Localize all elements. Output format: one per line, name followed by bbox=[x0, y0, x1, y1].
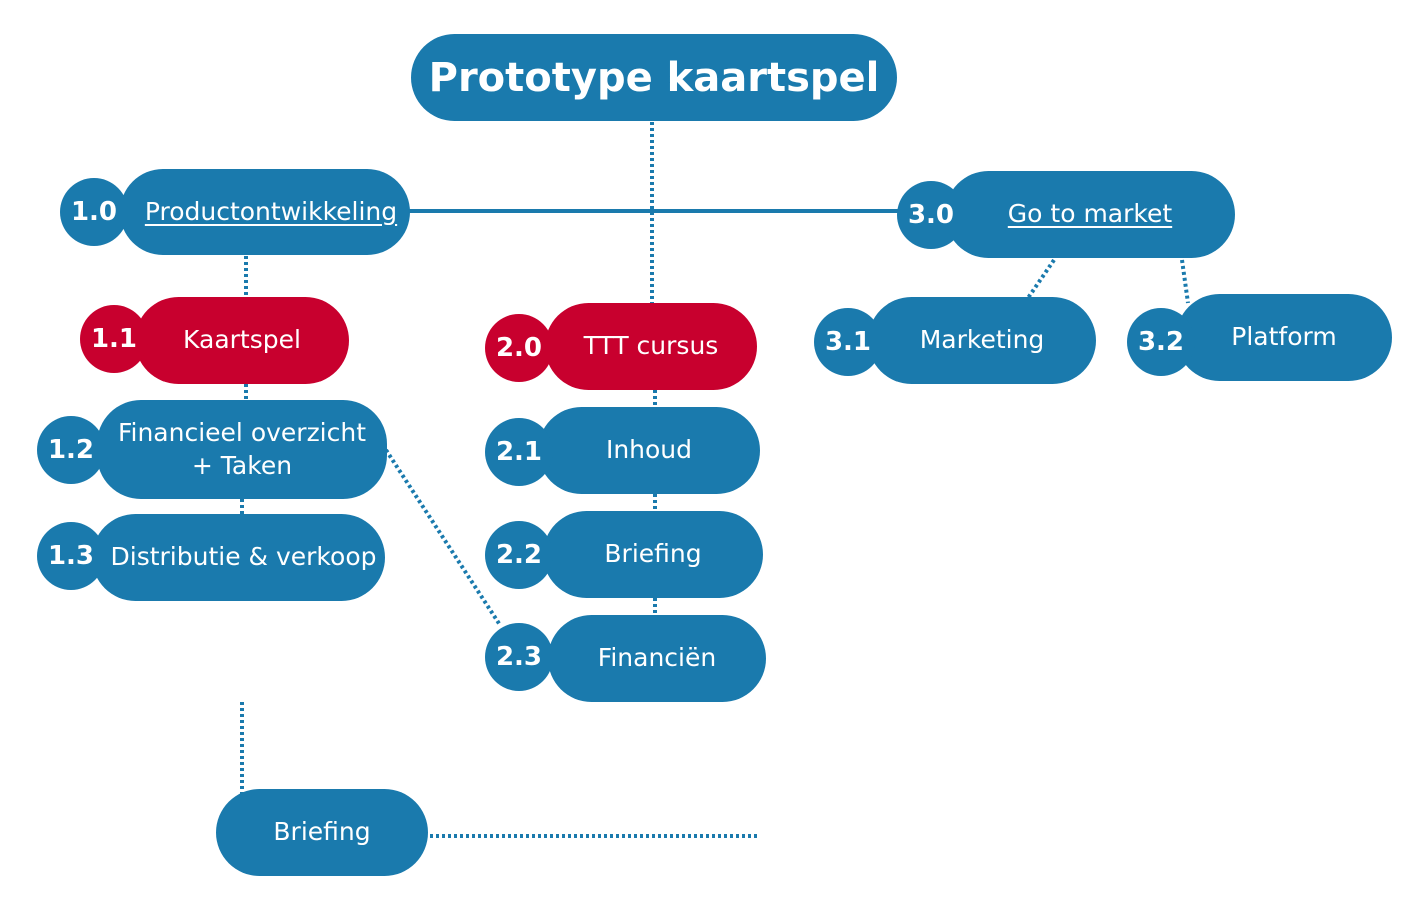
node-3-2-label: Platform bbox=[1231, 322, 1337, 352]
node-2-1-label: Inhoud bbox=[605, 435, 693, 465]
node-2-1-number: 2.1 bbox=[485, 418, 553, 486]
node-2-2-number: 2.2 bbox=[485, 521, 553, 589]
node-1-3-number: 1.3 bbox=[37, 522, 105, 590]
node-1-1: Kaartspel bbox=[135, 297, 349, 384]
node-1-2-label-line1: Financieel overzicht bbox=[117, 418, 367, 447]
node-1-3: Distributie & verkoop bbox=[92, 514, 385, 601]
node-3-0-label[interactable]: Go to market bbox=[1007, 199, 1173, 229]
node-3-2: Platform bbox=[1176, 294, 1392, 381]
connector-3-0-to-3-1 bbox=[1026, 258, 1056, 300]
node-1-1-label: Kaartspel bbox=[183, 325, 301, 355]
node-3-1-label: Marketing bbox=[919, 325, 1045, 355]
connector-1-2-to-2-3 bbox=[384, 448, 502, 627]
node-3-1: Marketing bbox=[868, 297, 1096, 384]
node-briefing-bottom: Briefing bbox=[216, 789, 428, 876]
node-2-3: Financiën bbox=[548, 615, 766, 702]
node-1-1-number: 1.1 bbox=[80, 305, 148, 373]
connector-3-0-to-3-2 bbox=[1180, 259, 1190, 304]
node-3-2-number: 3.2 bbox=[1127, 308, 1195, 376]
node-1-0-label[interactable]: Productontwikkeling bbox=[144, 196, 398, 226]
node-1-0: Productontwikkeling bbox=[120, 169, 410, 255]
node-2-2: Briefing bbox=[543, 511, 763, 598]
node-3-0: Go to market bbox=[945, 171, 1235, 258]
node-1-2-label-line2: + Taken bbox=[191, 450, 293, 480]
node-briefing-bottom-label: Briefing bbox=[273, 817, 371, 847]
node-2-0-number: 2.0 bbox=[485, 314, 553, 382]
diagram-title: Prototype kaartspel bbox=[411, 34, 897, 121]
node-1-2: Financieel overzicht + Taken bbox=[97, 400, 387, 499]
node-3-0-number: 3.0 bbox=[897, 181, 965, 249]
node-2-0-label: TTT cursus bbox=[583, 331, 719, 361]
node-1-3-label: Distributie & verkoop bbox=[110, 542, 377, 572]
node-1-2-number: 1.2 bbox=[37, 416, 105, 484]
node-2-3-number: 2.3 bbox=[485, 623, 553, 691]
node-1-0-number: 1.0 bbox=[60, 178, 128, 246]
node-2-3-label: Financiën bbox=[597, 643, 717, 673]
node-2-0: TTT cursus bbox=[545, 303, 757, 390]
node-2-2-label: Briefing bbox=[604, 539, 702, 569]
node-2-1: Inhoud bbox=[538, 407, 760, 494]
node-3-1-number: 3.1 bbox=[814, 308, 882, 376]
